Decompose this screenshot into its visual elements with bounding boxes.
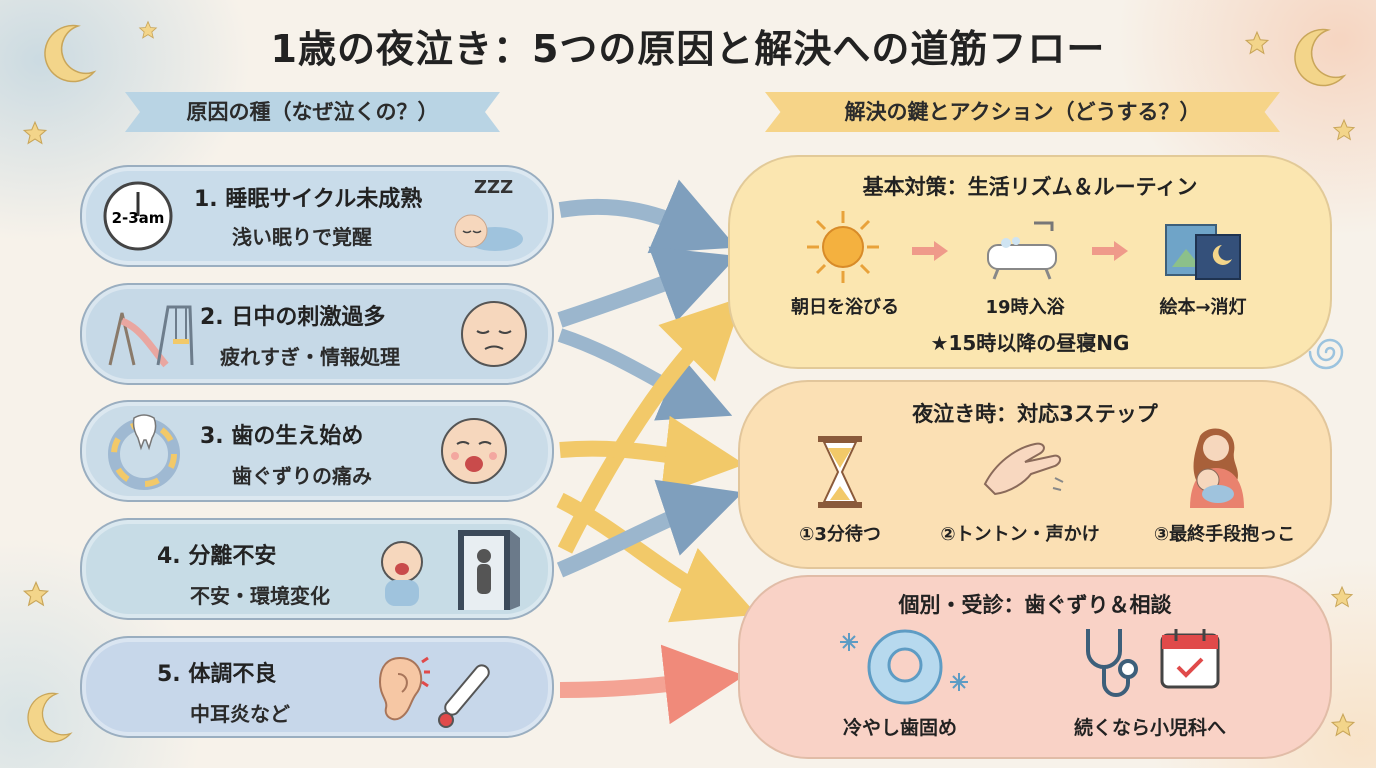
door-parent-icon (458, 530, 520, 610)
step-label: ①3分待つ (799, 524, 881, 545)
step-label: 朝日を浴びる (791, 297, 899, 318)
step-label: ③最終手段抱っこ (1153, 524, 1296, 545)
crying-baby-icon (441, 418, 507, 484)
star-icon (1244, 30, 1270, 55)
svg-text:2-3am: 2-3am (112, 209, 165, 227)
cause-subtitle: 歯ぐずりの痛み (232, 464, 372, 488)
swirl-icon (1308, 338, 1344, 370)
cause-subtitle: 中耳炎など (190, 702, 290, 726)
cold-teether-icon (840, 629, 968, 705)
star-icon (22, 120, 48, 145)
crying-baby-icon (381, 541, 423, 606)
solution-heading: 個別・受診：歯ぐずり＆相談 (898, 593, 1172, 617)
clock-icon: 2-3am (103, 181, 173, 251)
stethoscope-icon (1086, 629, 1138, 697)
cause-card-teething: 3. 歯の生え始め 歯ぐずりの痛み (80, 400, 554, 502)
thermometer-icon (438, 664, 490, 728)
arrow-cause5-individual (559, 644, 745, 725)
tooth-teether-icon (108, 414, 180, 490)
holding-baby-icon (1190, 428, 1244, 508)
item-label: 続くなら小児科へ (1073, 717, 1226, 739)
cause-card-stimulation: 2. 日中の刺激過多 疲れすぎ・情報処理 (80, 283, 554, 385)
bathtub-icon (987, 221, 1057, 280)
picture-book-icon (1165, 224, 1241, 280)
patting-hand-icon (983, 442, 1064, 496)
cause-card-sleep-cycle: 2-3am 1. 睡眠サイクル未成熟 浅い眠りで覚醒 ZZZ (80, 165, 554, 267)
tired-baby-icon (461, 301, 527, 367)
moon-icon (27, 692, 73, 743)
arrow-cause3-individual (556, 492, 758, 623)
moon-icon (1294, 28, 1347, 87)
solution-basic-routine: 基本対策：生活リズム＆ルーティン 朝日を浴びる 19時入浴 絵本→消灯 ★15時… (728, 155, 1332, 369)
star-icon (138, 20, 158, 39)
cause-card-illness: 5. 体調不良 中耳炎など (80, 636, 554, 738)
step-label: 19時入浴 (985, 297, 1065, 318)
calendar-check-icon (1160, 629, 1220, 689)
item-label: 冷やし歯固め (842, 717, 957, 739)
arrow-cause3-night (559, 415, 745, 496)
arrow-cause2-night (557, 328, 733, 421)
arrow-right-icon (912, 241, 948, 261)
step-label: 絵本→消灯 (1159, 297, 1247, 318)
arrow-cause2-basic (557, 246, 738, 328)
ear-icon (378, 656, 430, 721)
solution-night-steps: 夜泣き時：対応3ステップ ①3分待つ ②トントン・声かけ ③最終手段抱っこ (738, 380, 1332, 569)
zzz-label: ZZZ (474, 177, 514, 198)
cause-title: 3. 歯の生え始め (200, 424, 364, 449)
cause-subtitle: 浅い眠りで覚醒 (232, 225, 372, 249)
page-title: 1歳の夜泣き：5つの原因と解決への道筋フロー (270, 27, 1106, 71)
playground-icon (108, 305, 194, 368)
star-icon (1330, 712, 1356, 737)
star-icon (1330, 585, 1354, 608)
hourglass-icon (818, 436, 862, 508)
star-icon (22, 580, 50, 607)
arrow-right-icon (1092, 241, 1128, 261)
star-icon (1332, 118, 1356, 141)
causes-banner: 原因の種（なぜ泣くの？） (125, 92, 500, 132)
moon-icon (44, 24, 97, 83)
cause-subtitle: 不安・環境変化 (190, 584, 330, 608)
cause-title: 2. 日中の刺激過多 (200, 305, 386, 330)
step-label: ②トントン・声かけ (940, 524, 1100, 545)
cause-title: 4. 分離不安 (157, 544, 277, 569)
cause-card-separation: 4. 分離不安 不安・環境変化 (80, 518, 554, 620)
arrow-cause4-night (556, 479, 743, 578)
cause-title: 5. 体調不良 (157, 662, 277, 687)
cause-title: 1. 睡眠サイクル未成熟 (194, 187, 423, 212)
solutions-banner: 解決の鍵とアクション（どうする？） (765, 92, 1280, 132)
solution-individual-consult: 個別・受診：歯ぐずり＆相談 冷やし歯固め 続くなら小児科へ (738, 575, 1332, 759)
sun-icon (807, 211, 879, 283)
solution-heading: 夜泣き時：対応3ステップ (912, 402, 1158, 426)
nap-note: ★15時以降の昼寝NG (930, 331, 1130, 355)
solution-heading: 基本対策：生活リズム＆ルーティン (862, 175, 1198, 199)
cause-subtitle: 疲れすぎ・情報処理 (220, 345, 400, 369)
arrow-cause1-basic (558, 179, 737, 254)
sleeping-baby-icon (454, 214, 523, 251)
